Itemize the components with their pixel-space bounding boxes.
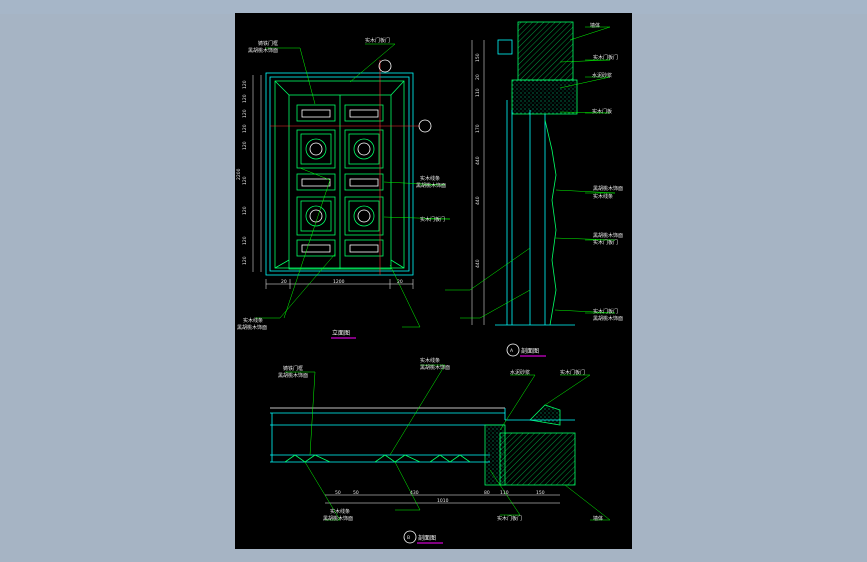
svg-text:430: 430 [410,490,419,496]
svg-text:50: 50 [353,490,359,496]
section-a-marker: A [510,348,514,354]
label-sa-9: 实木门板门 [593,308,618,315]
svg-text:110: 110 [500,490,509,496]
wall-hatch-b [499,432,576,486]
label-sb-9: 实木门板门 [497,515,522,522]
svg-text:110: 110 [475,88,481,97]
panel-round [296,129,336,169]
svg-text:20: 20 [475,74,481,80]
label-sa-2: 实木门板门 [593,54,618,61]
label-sb-5: 水泥砂浆 [510,369,530,376]
label-sa-1: 墙体 [590,22,600,29]
label-elev-6: 实木门板门 [420,216,445,223]
label-sb-3: 实木线条 [420,357,440,364]
label-sa-3: 水泥砂浆 [592,72,612,79]
label-elev-7: 实木线条 [243,317,263,324]
label-sb-7: 实木线条 [330,508,350,515]
label-sa-8: 实木门板门 [593,239,618,246]
label-sa-4: 实木门板 [592,108,612,115]
section-b-view [270,364,611,544]
svg-text:120: 120 [242,236,248,245]
svg-text:150: 150 [536,490,545,496]
label-sb-8: 黑胡桃木饰面 [323,515,353,522]
mortar-fill-b [484,424,506,486]
svg-text:120: 120 [242,124,248,133]
svg-text:440: 440 [475,259,481,268]
svg-text:120: 120 [242,141,248,150]
panel-small [296,239,336,257]
label-elev-8: 黑胡桃木饰面 [237,324,267,331]
label-sb-1: 铸铁门框 [283,365,303,372]
svg-text:120: 120 [242,94,248,103]
elev-total-height: 2200 [236,168,242,180]
svg-text:440: 440 [475,196,481,205]
label-sa-6: 实木线条 [593,193,613,200]
wall-hatch [517,21,574,81]
panel-small [296,173,336,191]
elev-dim-3: 20 [397,279,403,285]
elev-dim-2: 1200 [333,279,345,285]
svg-text:170: 170 [475,124,481,133]
svg-text:120: 120 [242,256,248,265]
section-a-left-dims: 150 20 110 170 440 440 440 [475,53,481,268]
svg-text:50: 50 [335,490,341,496]
label-elev-4: 实木线条 [420,175,440,182]
section-b-bottom-dims: 50 50 430 1010 80 110 150 [335,490,545,504]
label-sb-4: 黑胡桃木饰面 [420,364,450,371]
label-sb-6: 实木门板门 [560,369,585,376]
label-sa-10: 黑胡桃木饰面 [593,315,623,322]
door-architrave [274,80,405,269]
elevation-title: 立面图 [332,329,350,337]
label-elev-2: 黑胡桃木饰面 [248,47,278,54]
label-sa-5: 黑胡桃木饰面 [593,185,623,192]
section-b-marker: B [407,535,410,541]
svg-text:120: 120 [242,206,248,215]
panel-round [296,196,336,236]
svg-text:120: 120 [242,80,248,89]
svg-text:80: 80 [484,490,490,496]
window-top-band [0,0,867,14]
label-elev-5: 黑胡桃木饰面 [416,182,446,189]
svg-text:120: 120 [242,109,248,118]
svg-text:1010: 1010 [437,498,449,504]
section-b-title: 剖面图 [418,534,436,542]
svg-text:120: 120 [242,176,248,185]
label-sa-7: 黑胡桃木饰面 [593,232,623,239]
door-outer-frame-inner [269,76,410,272]
door-outer-frame [265,72,414,276]
label-sb-2: 黑胡桃木饰面 [278,372,308,379]
label-elev-3: 实木门板门 [365,37,390,44]
section-a-title: 剖面图 [521,347,539,355]
svg-text:440: 440 [475,156,481,165]
elev-dim-1: 20 [281,279,287,285]
elevation-left-dims: 120 120 120 120 120 120 120 120 120 [242,80,248,265]
section-a-view [445,21,616,357]
label-sb-10: 墙体 [593,515,603,522]
label-elev-1: 铸铁门框 [258,40,278,47]
panel-small [296,104,336,122]
mortar-fill [511,79,578,115]
svg-text:150: 150 [475,53,481,62]
elevation-view [252,43,451,328]
